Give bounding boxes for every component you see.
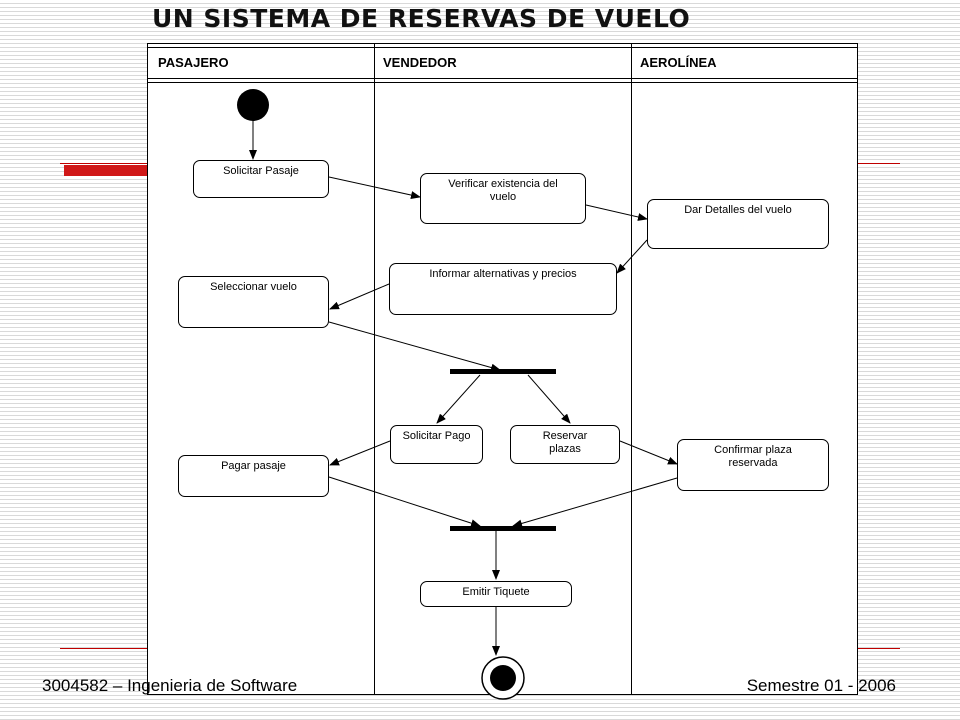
fork-bar (450, 369, 556, 374)
arrow-reservar-to-confirmar (619, 440, 678, 465)
footer-course: 3004582 – Ingenieria de Software (42, 676, 298, 695)
lane-header-pasajero: PASAJERO (158, 55, 229, 70)
activity-informar-alternativas: Informar alternativas y precios (389, 263, 617, 315)
arrow-fork-to-solicitar-pago (436, 374, 481, 424)
lane-header-aerolinea: AEROLÍNEA (640, 55, 717, 70)
lane-separator-1 (374, 43, 375, 695)
end-node-core (490, 665, 516, 691)
arrow-verificar-to-detalles (585, 204, 648, 221)
arrow-solicitar-pago-to-pagar (329, 440, 391, 466)
activity-solicitar-pago: Solicitar Pago (390, 425, 483, 464)
activity-pagar-pasaje: Pagar pasaje (178, 455, 329, 497)
start-node (237, 89, 269, 121)
activity-emitir-tiquete: Emitir Tiquete (420, 581, 572, 607)
join-bar (450, 526, 556, 531)
lane-separator-2 (631, 43, 632, 695)
slide-title: UN SISTEMA DE RESERVAS DE VUELO (152, 4, 691, 33)
footer-semester: Semestre 01 - 2006 (746, 676, 896, 695)
activity-confirmar-plaza: Confirmar plaza reservada (677, 439, 829, 491)
arrow-informar-to-seleccionar (329, 283, 390, 310)
activity-seleccionar-vuelo: Seleccionar vuelo (178, 276, 329, 328)
header-top-rule (147, 47, 858, 48)
activity-dar-detalles: Dar Detalles del vuelo (647, 199, 829, 249)
activity-solicitar-pasaje: Solicitar Pasaje (193, 160, 329, 198)
header-bottom-rule-double (147, 82, 858, 83)
arrow-confirmar-to-join (512, 477, 678, 528)
arrow-detalles-to-informar (616, 239, 648, 274)
header-bottom-rule (147, 78, 858, 79)
activity-reservar-plazas: Reservar plazas (510, 425, 620, 464)
lane-header-vendedor: VENDEDOR (383, 55, 457, 70)
arrow-solicitar-to-verificar (328, 176, 421, 199)
arrow-seleccionar-to-fork (328, 321, 501, 372)
arrow-pagar-to-join (328, 476, 481, 528)
activity-verificar-existencia: Verificar existencia del vuelo (420, 173, 586, 224)
arrow-fork-to-reservar (527, 374, 571, 424)
